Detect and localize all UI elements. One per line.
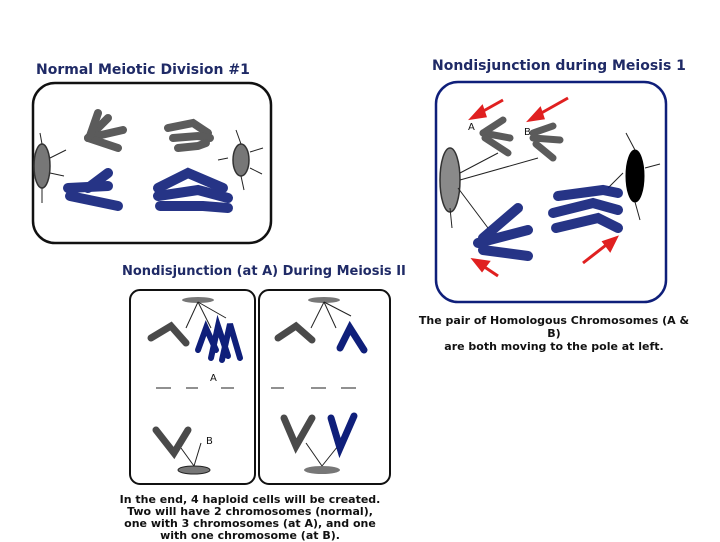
spindle-fibers bbox=[39, 129, 264, 203]
pole-right bbox=[625, 149, 645, 203]
label-b: B bbox=[206, 436, 213, 447]
caption-meiosis2: In the end, 4 haploid cells will be crea… bbox=[100, 494, 400, 542]
title-meiosis1: Nondisjunction during Meiosis 1 bbox=[432, 58, 686, 74]
pole-left bbox=[33, 143, 51, 189]
caption-meiosis1-line1: The pair of Homologous Chromosomes (A & … bbox=[418, 314, 690, 340]
caption-meiosis2-line4: with one chromosome (at B). bbox=[160, 529, 340, 542]
chromosomes-grey bbox=[479, 116, 564, 162]
pole-right bbox=[232, 143, 250, 177]
label-a: A bbox=[210, 373, 217, 384]
label-b: B bbox=[524, 127, 531, 138]
pole-left-top bbox=[182, 297, 214, 303]
pole-right-bottom bbox=[304, 466, 340, 474]
pole-right-top bbox=[308, 297, 340, 303]
pole-left-bottom bbox=[177, 465, 211, 475]
cell-left-outline bbox=[129, 289, 256, 485]
cell-right-outline bbox=[258, 289, 391, 485]
arrows-red bbox=[468, 96, 619, 278]
title-normal-division: Normal Meiotic Division #1 bbox=[36, 62, 250, 78]
caption-meiosis2-line1: In the end, 4 haploid cells will be crea… bbox=[119, 493, 381, 506]
caption-meiosis1-line2: are both moving to the pole at left. bbox=[444, 340, 664, 353]
caption-meiosis2-line2: Two will have 2 chromosomes (normal), bbox=[127, 505, 373, 518]
label-a: A bbox=[468, 122, 475, 133]
caption-meiosis1: The pair of Homologous Chromosomes (A & … bbox=[414, 314, 694, 353]
chromosomes-grey bbox=[84, 109, 214, 152]
diagram-meiosis2: A B bbox=[129, 289, 391, 485]
title-meiosis2: Nondisjunction (at A) During Meiosis II bbox=[122, 264, 406, 279]
diagram-meiosis1: A B bbox=[434, 80, 668, 304]
caption-meiosis2-line3: one with 3 chromosomes (at A), and one bbox=[124, 517, 376, 530]
spindle-fibers bbox=[449, 132, 661, 229]
chromosomes-blue bbox=[63, 167, 233, 213]
diagram-normal-division bbox=[31, 81, 273, 245]
chromosomes-blue bbox=[473, 184, 623, 261]
pole-left bbox=[439, 147, 461, 213]
